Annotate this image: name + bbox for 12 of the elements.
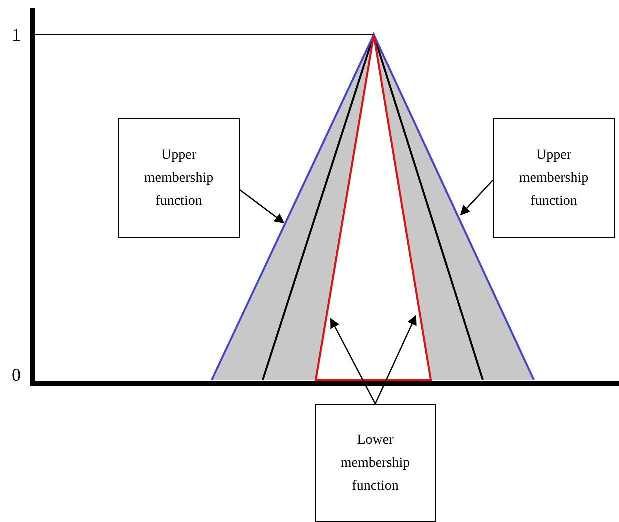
- label-box: [118, 118, 240, 238]
- label-box: [493, 118, 615, 238]
- arrow: [460, 180, 494, 216]
- arrow: [374, 315, 417, 404]
- box-text: Lower membership function: [340, 432, 412, 496]
- label-box: [315, 404, 436, 522]
- arrow: [330, 318, 376, 404]
- axis-tick-label: 0: [12, 365, 21, 385]
- axis-tick-label: 1: [12, 25, 21, 45]
- box-text: Upper membership function: [143, 146, 215, 210]
- arrow: [240, 189, 285, 224]
- box-text: Upper membership function: [518, 146, 590, 210]
